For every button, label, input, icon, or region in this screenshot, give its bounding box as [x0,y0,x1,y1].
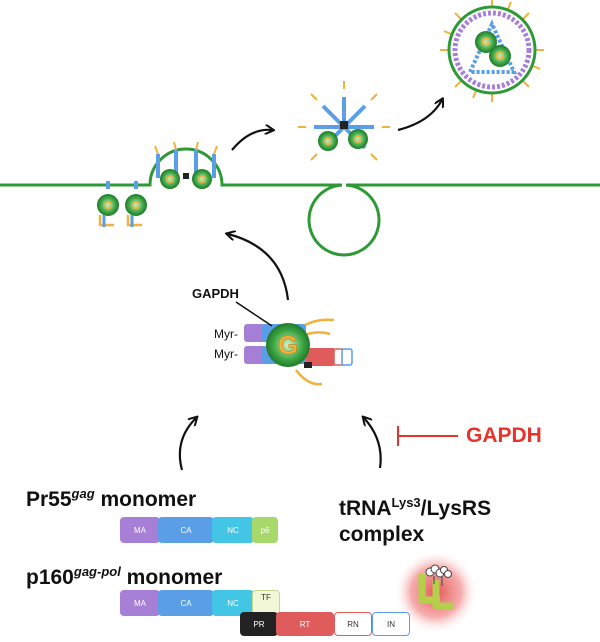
svg-text:G: G [132,200,141,212]
svg-text:G: G [166,174,175,186]
membrane-monomer-1: G [97,181,119,227]
gapdh-inhibitor-label: GAPDH [466,424,542,447]
svg-text:G: G [198,174,207,186]
p160-title: p160gag-pol monomer [26,564,223,589]
p160-domain-ma: MA [120,590,160,616]
p160-domain-in: IN [372,612,410,636]
trna-title: tRNALys3/LysRS complex [339,495,492,546]
svg-text:G: G [354,134,363,146]
gag-gapdh-complex: G [235,301,353,386]
pr55-domain-ma: MA [120,517,160,543]
pr55-domain-ca: CA [158,517,214,543]
pr55-domain-p6: p6 [252,517,278,543]
myr-label-2: Myr- [214,347,238,361]
gapdh-g-glyph: G [278,330,298,360]
svg-text:G: G [104,200,113,212]
arrow-trna-up [364,418,382,469]
arrow-to-release [397,100,442,132]
p160-domain-ca: CA [158,590,214,616]
arrow-pr55-up [178,418,196,471]
p160-domain-rn: RN [334,612,372,636]
p160-domain-rt: RT [276,612,334,636]
cell-membrane [0,147,600,257]
svg-text:G: G [495,49,504,63]
mature-virion: G G [440,0,544,102]
trna-lysrs-icon [394,550,478,634]
membrane-monomer-2: G [125,181,147,227]
arrow-to-membrane [228,234,290,301]
pr55-domain-nc: NC [212,517,254,543]
myr-label-1: Myr- [214,327,238,341]
gapdh-binding-label: GAPDH [192,286,239,301]
svg-text:G: G [324,136,333,148]
p160-domain-pr: PR [240,612,278,636]
svg-text:G: G [481,35,490,49]
pr55-title: Pr55gag monomer [26,486,197,511]
late-budding-particle: G G [298,81,390,161]
arrow-to-budding [231,130,272,151]
p160-domain-nc: NC [212,590,254,616]
early-budding-complex: G G [154,141,218,189]
